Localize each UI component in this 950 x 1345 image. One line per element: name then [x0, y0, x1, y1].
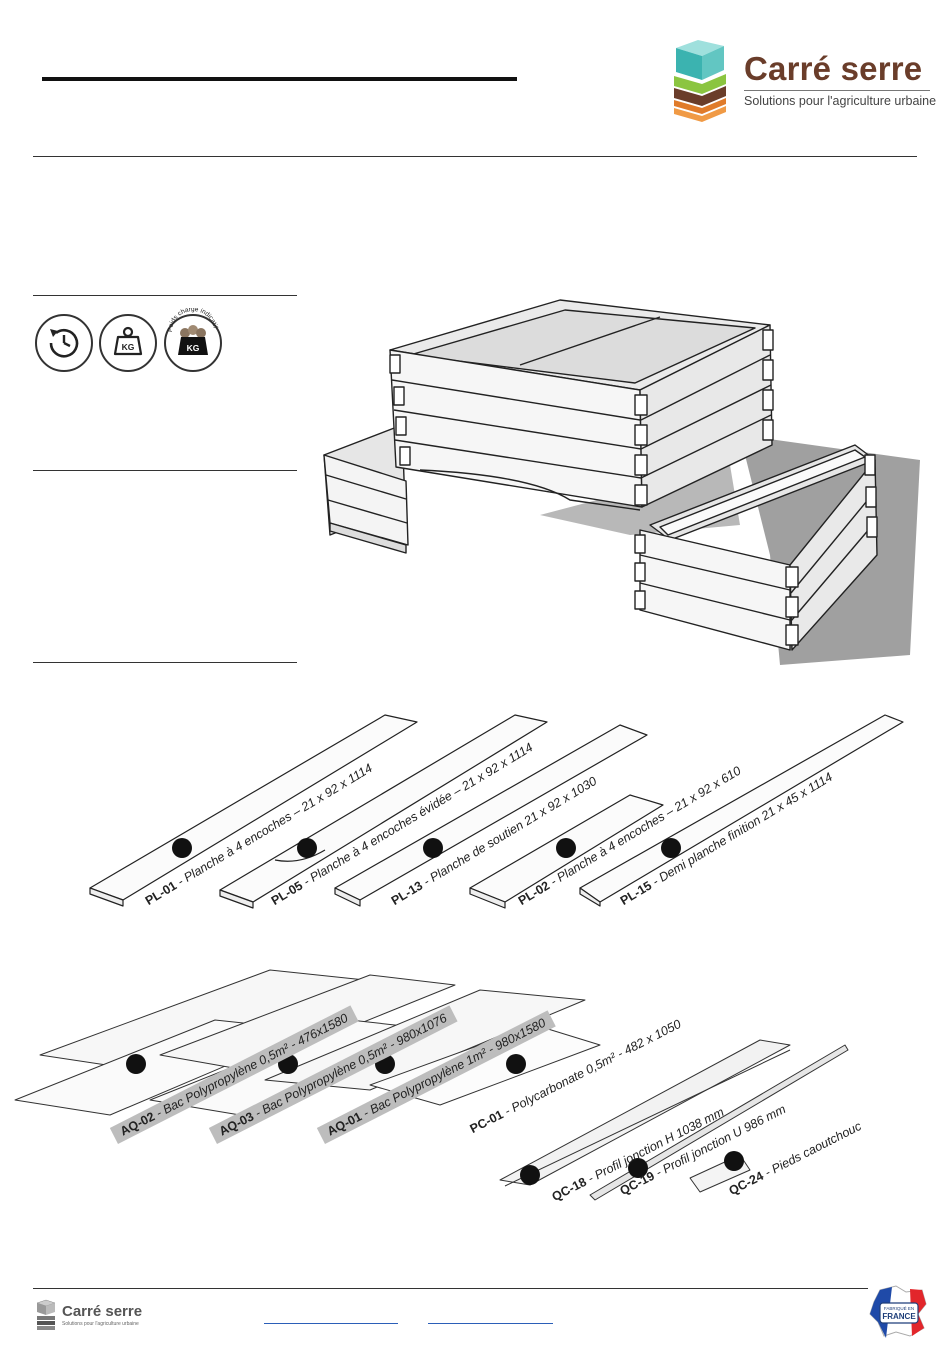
made-in-france-badge: FABRIQUÉ EN FRANCE: [866, 1284, 934, 1340]
footer-cube-icon: [36, 1299, 56, 1330]
plank-marker-5: [661, 838, 681, 858]
planks-illustration: [89, 714, 904, 909]
accessory-marker-2: [628, 1158, 648, 1178]
footer-brand-name: Carré serre: [62, 1303, 143, 1320]
brand-name: Carré serre: [744, 50, 923, 87]
brand-cube-icon: [674, 40, 726, 122]
kg-label-loaded: KG: [187, 343, 200, 353]
assembled-planter-illustration: [323, 299, 920, 665]
plank-marker-2: [297, 838, 317, 858]
footer-brand-logo[interactable]: Carré serre Solutions pour l'agriculture…: [35, 1298, 145, 1334]
brand-tagline: Solutions pour l'agriculture urbaine: [744, 94, 937, 108]
badge-top-text: FABRIQUÉ EN: [884, 1305, 914, 1311]
info-rule-1: [33, 295, 297, 296]
plank-marker-1: [172, 838, 192, 858]
liner-marker-1: [126, 1054, 146, 1074]
plank-marker-3: [423, 838, 443, 858]
loaded-weight-kg-icon: Poids chargé indicatif KG: [164, 308, 222, 372]
brand-logo[interactable]: Carré serre Solutions pour l'agriculture…: [668, 36, 938, 128]
info-rule-3: [33, 662, 297, 663]
title-underline: [42, 77, 517, 81]
footer-rule: [33, 1288, 868, 1289]
footer-link-1[interactable]: [264, 1323, 398, 1324]
footer-brand-tagline: Solutions pour l'agriculture urbaine: [62, 1321, 139, 1327]
footer-link-2[interactable]: [428, 1323, 553, 1324]
brand-divider: [744, 90, 930, 91]
info-rule-2: [33, 470, 297, 471]
badge-main-text: FRANCE: [882, 1312, 916, 1321]
accessory-marker-3: [724, 1151, 744, 1171]
accessory-marker-1: [520, 1165, 540, 1185]
liner-marker-4: [506, 1054, 526, 1074]
header-rule: [33, 156, 917, 157]
clock-refresh-icon: [35, 314, 93, 372]
kg-label: KG: [122, 342, 135, 352]
weight-kg-icon: KG: [99, 314, 157, 372]
plank-marker-4: [556, 838, 576, 858]
